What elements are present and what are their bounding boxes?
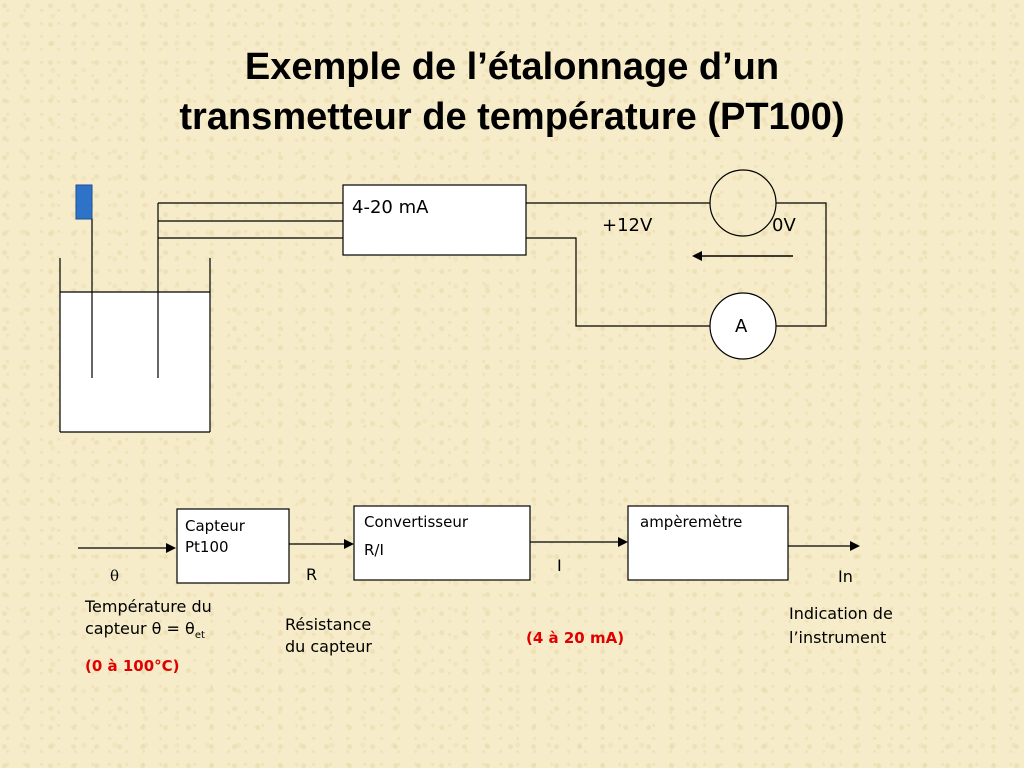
input-desc-subscript: et bbox=[194, 630, 205, 642]
probe-head bbox=[75, 184, 93, 220]
converter-box-text: Convertisseur R/I bbox=[364, 512, 468, 561]
input-arrow-head bbox=[166, 543, 176, 553]
input-desc-line-1: Température du bbox=[85, 597, 212, 616]
converter-box-line-1: Convertisseur bbox=[364, 513, 469, 531]
ammeter-box bbox=[627, 505, 789, 581]
i-arrow-head bbox=[618, 537, 628, 547]
beaker-liquid bbox=[60, 292, 210, 432]
sensor-box-line-2: Pt100 bbox=[185, 538, 229, 556]
current-arrow-head bbox=[692, 251, 702, 261]
output-arrow-head bbox=[850, 541, 860, 551]
i-range: (4 à 20 mA) bbox=[526, 629, 625, 647]
loop-bottom-wire bbox=[526, 237, 710, 327]
out-description: Indication de l’instrument bbox=[789, 602, 893, 650]
input-symbol: θ bbox=[110, 567, 120, 585]
sensor-box-text: Capteur Pt100 bbox=[185, 516, 245, 558]
supply-zero-label: 0V bbox=[772, 215, 796, 236]
ammeter-circle bbox=[709, 292, 777, 360]
ammeter-box-text: ampèremètre bbox=[640, 512, 742, 533]
converter-box-line-2: R/I bbox=[364, 541, 384, 559]
input-description: Température du capteur θ = θet (0 à 100°… bbox=[85, 596, 212, 677]
loop-right-wire bbox=[776, 202, 827, 327]
ammeter-label: A bbox=[735, 316, 748, 337]
transmitter-label: 4-20 mA bbox=[352, 197, 429, 218]
ammeter-box-line-1: ampèremètre bbox=[640, 513, 743, 531]
input-desc-line-2-main: capteur θ = θ bbox=[85, 619, 195, 638]
supply-plus-label: +12V bbox=[602, 215, 653, 236]
i-symbol: I bbox=[557, 556, 562, 575]
input-desc-line-2: capteur θ = θet bbox=[85, 618, 212, 647]
title-line-2: transmetteur de température (PT100) bbox=[179, 96, 845, 138]
out-desc-line-1: Indication de bbox=[789, 604, 893, 623]
page-title: Exemple de l’étalonnage d’un transmetteu… bbox=[0, 42, 1024, 142]
r-desc-line-2: du capteur bbox=[285, 637, 372, 656]
r-symbol: R bbox=[306, 565, 318, 584]
beaker bbox=[59, 258, 211, 433]
r-desc-line-1: Résistance bbox=[285, 615, 372, 634]
sensor-box-line-1: Capteur bbox=[185, 517, 245, 535]
out-desc-line-2: l’instrument bbox=[789, 628, 887, 647]
voltage-source bbox=[709, 169, 777, 237]
title-line-1: Exemple de l’étalonnage d’un bbox=[244, 46, 780, 88]
r-description: Résistance du capteur bbox=[285, 614, 372, 658]
converter-box bbox=[353, 505, 531, 581]
r-arrow-head bbox=[344, 539, 354, 549]
out-symbol: In bbox=[838, 567, 853, 586]
sensor-box bbox=[176, 508, 290, 584]
input-range: (0 à 100°C) bbox=[85, 657, 180, 676]
transmitter-box bbox=[342, 184, 527, 256]
